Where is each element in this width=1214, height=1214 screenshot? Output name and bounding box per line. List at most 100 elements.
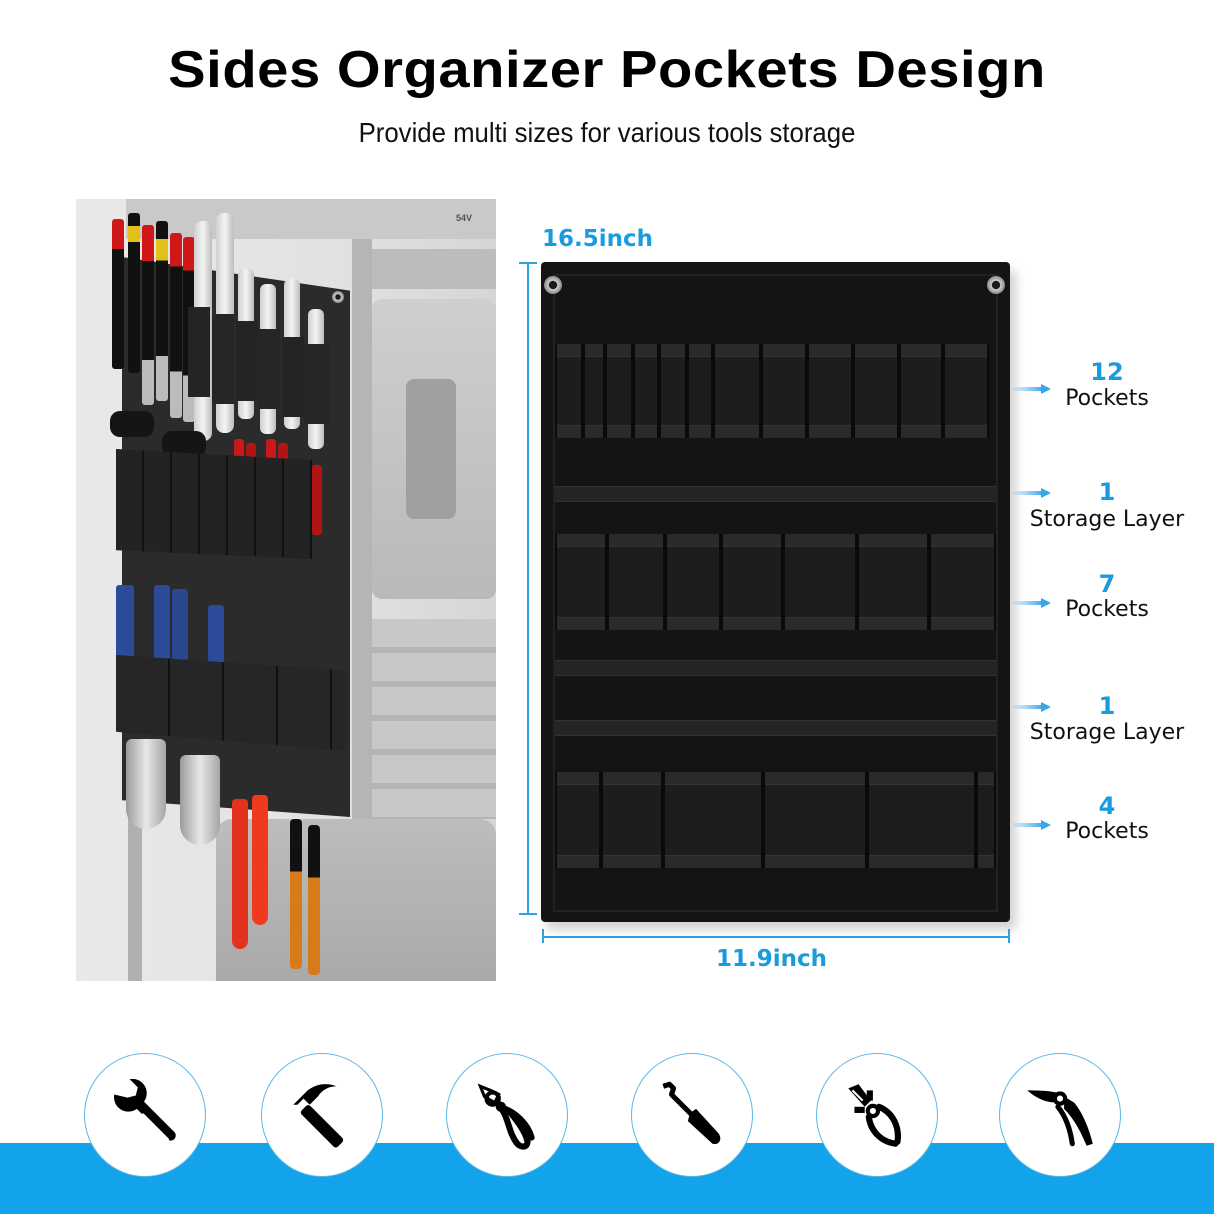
pocket-sleeve [236,321,258,401]
pocket [721,534,783,630]
screwdriver [128,213,140,373]
pocket [867,772,976,868]
pocket [761,344,807,438]
tool-icon-circle [631,1053,753,1177]
tool-icon-circle [261,1053,383,1177]
width-dimension-cap-left [542,929,544,943]
pocket [853,344,899,438]
tool-icon-circle [816,1053,938,1177]
height-dimension-cap-top [519,262,537,264]
grommet-left [544,276,562,294]
tool-icon-circle [84,1053,206,1177]
annotation-count: 1 [1098,478,1116,506]
cutting-pliers-icon [848,1084,901,1147]
pocket-row-12 [555,344,996,438]
pocket [633,344,659,438]
pocket-sleeve [212,314,234,404]
width-dimension-line [543,936,1009,938]
pocket [943,344,989,438]
annotation-count: 1 [1098,692,1116,720]
pocket-sleeve [116,655,346,751]
arrow-right-icon [1013,488,1051,498]
battery-badge: 54V [456,213,473,223]
organizer-panel [541,262,1010,922]
hammer-icon [293,1084,344,1148]
footer-band [0,1143,1214,1214]
page-title: Sides Organizer Pockets Design [168,41,1046,99]
pocket-sleeve [116,449,312,559]
width-dimension-label: 11.9inch [716,946,828,972]
arrow-right-icon [1013,598,1051,608]
screwdriver [112,219,124,369]
orange-plier-handle [308,825,320,975]
annotation-label: Storage Layer [1029,507,1185,532]
tool-icon-circle [999,1053,1121,1177]
pocket-sleeve [282,337,304,417]
arrow-right-icon [1013,820,1051,830]
cart-shelf [372,249,496,289]
pocket [929,534,996,630]
pocket [555,344,583,438]
pocket [665,534,721,630]
pocket-row-4 [555,772,996,868]
height-dimension-label: 16.5inch [542,226,654,252]
pocket-slim [976,772,996,868]
blue-handle-tool [116,585,134,665]
pocket-sleeve [258,329,280,409]
cart-shelf [126,199,496,239]
cart-post [352,199,372,981]
pocket [763,772,867,868]
plier-handle [312,465,322,535]
storage-layer-strap [555,720,996,736]
page-subtitle: Provide multi sizes for various tools st… [358,117,856,148]
screwdriver-icon [662,1081,721,1145]
annotation-count: 12 [1090,358,1124,386]
pocket [555,534,607,630]
red-plier-handle [252,795,268,925]
pliers-icon [477,1083,535,1150]
drill-handle [406,379,456,519]
pocket [583,344,605,438]
annotation-label: Pockets [1065,819,1149,844]
screwdriver [170,233,182,418]
pocket-row-7 [555,534,996,630]
pruning-shears-icon [1027,1090,1093,1147]
hammer-head [110,411,154,437]
grommet-right [987,276,1005,294]
blue-handle-tool [154,585,170,665]
storage-layer-strap [555,486,996,502]
storage-layer-strap [555,660,996,676]
annotation-count: 7 [1098,570,1116,598]
height-dimension-cap-bottom [519,913,537,915]
height-dimension-line [527,262,529,914]
panel-stitching [553,274,998,912]
crimper [180,755,220,845]
wrench-icon [113,1078,176,1142]
blue-handle-tool [172,589,188,669]
pocket [713,344,761,438]
annotation-count: 4 [1098,792,1116,820]
pocket-sleeve [304,344,330,424]
pocket-sleeve [188,307,210,397]
orange-plier-handle [290,819,302,969]
annotation-label: Pockets [1065,386,1149,411]
pocket [601,772,663,868]
pocket [857,534,929,630]
pocket-slim [555,772,601,868]
pocket [807,344,853,438]
arrow-right-icon [1013,702,1051,712]
screwdriver [156,221,168,401]
pocket [659,344,687,438]
pocket [605,344,633,438]
red-plier-handle [232,799,248,949]
pocket [607,534,665,630]
crimper [126,739,166,829]
pocket [687,344,713,438]
tool-icon-circle [446,1053,568,1177]
grommet [332,291,344,303]
pocket [663,772,763,868]
screwdriver [142,225,154,405]
pocket [899,344,943,438]
product-photo: 54V [76,199,496,981]
annotation-label: Pockets [1065,597,1149,622]
